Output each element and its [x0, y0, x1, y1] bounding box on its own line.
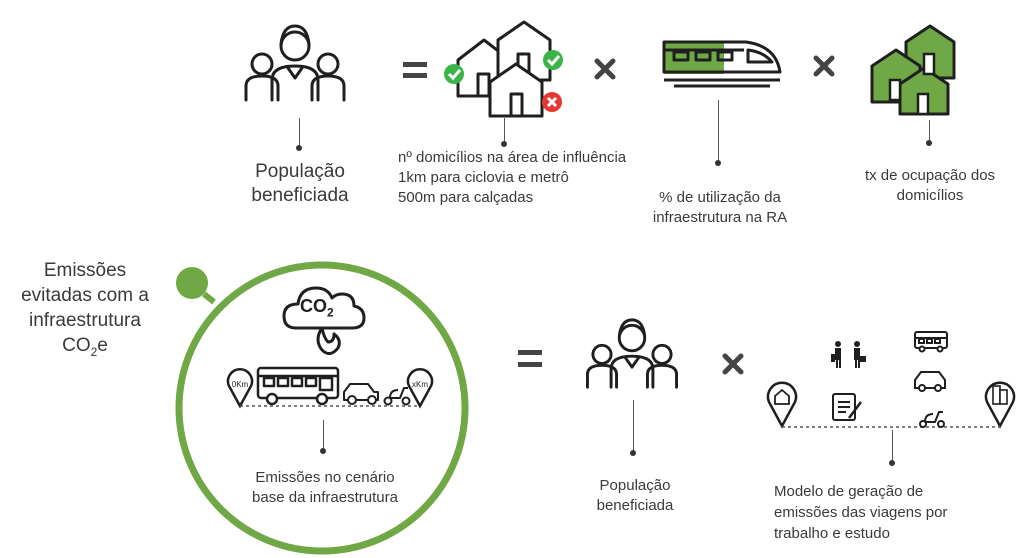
bottom-population-dot: [630, 450, 636, 456]
people-group-icon-bottom: [586, 318, 678, 389]
train-icon: [662, 40, 782, 88]
multiply-sign-bottom: [722, 353, 744, 375]
trip-model-diagram: [766, 331, 1016, 429]
scooter-icon: [383, 387, 411, 406]
clipboard-icon: [832, 393, 862, 421]
check-icon-b: [543, 50, 563, 70]
baseline-dot: [320, 448, 326, 454]
emissions-title: Emissões evitadas com a infraestrutura C…: [21, 260, 149, 359]
baseline-circle: [175, 261, 469, 555]
small-bus-icon: [914, 331, 948, 353]
location-pin-icon: [226, 368, 254, 409]
baseline-label: Emissões no cenário base da infraestrutu…: [252, 469, 398, 506]
co2-badge: CO2: [300, 296, 334, 320]
houses-icon: [444, 20, 563, 118]
equals-sign-top: [403, 62, 427, 67]
multiply-sign-top-2: [813, 55, 835, 77]
car-icon: [343, 383, 379, 405]
co2-cloud-icon: [282, 286, 366, 355]
model-dot: [889, 460, 895, 466]
bus-icon: [256, 366, 340, 406]
multiply-sign-top-1: [594, 58, 616, 80]
occupancy-dot: [926, 140, 932, 146]
utilization-label: % de utilização da infraestrutura na RA: [652, 189, 788, 226]
marker-end-label: xKm: [412, 380, 428, 389]
marker-start-label: 0Km: [231, 380, 249, 389]
house-pin-icon: [766, 381, 798, 429]
road-scene: [226, 366, 434, 409]
bottom-population-connector: [633, 400, 634, 452]
utilization-dot: [715, 160, 721, 166]
bottom-population-label: População beneficiada: [596, 477, 674, 514]
households-label: nº domicílios na área de influência 1km …: [398, 149, 627, 206]
building-pin-icon: [984, 381, 1016, 429]
top-population-connector: [299, 118, 300, 148]
small-scooter-icon: [919, 411, 945, 428]
occupancy-label: tx de ocupação dos domicílios: [864, 167, 996, 204]
top-population-dot: [296, 145, 302, 151]
check-icon: [444, 64, 464, 84]
baseline-connector: [323, 420, 324, 450]
houses-occupancy-icon: [870, 24, 956, 116]
location-pin-icon-end: [406, 368, 434, 409]
small-car-icon: [914, 371, 946, 392]
circle-handle-dot: [176, 267, 208, 299]
equals-sign-top-b: [403, 73, 427, 78]
top-population-label: População beneficiada: [251, 161, 349, 206]
model-connector: [892, 430, 893, 462]
equals-sign-bottom: [518, 350, 542, 355]
utilization-connector: [718, 100, 719, 162]
model-label: Modelo de geração de emissões das viagen…: [774, 483, 948, 542]
equals-sign-bottom-b: [518, 362, 542, 367]
households-connector: [504, 118, 505, 144]
workers-icon: [831, 341, 866, 368]
occupancy-connector: [929, 120, 930, 142]
households-dot: [501, 141, 507, 147]
people-group-icon: [244, 24, 346, 102]
